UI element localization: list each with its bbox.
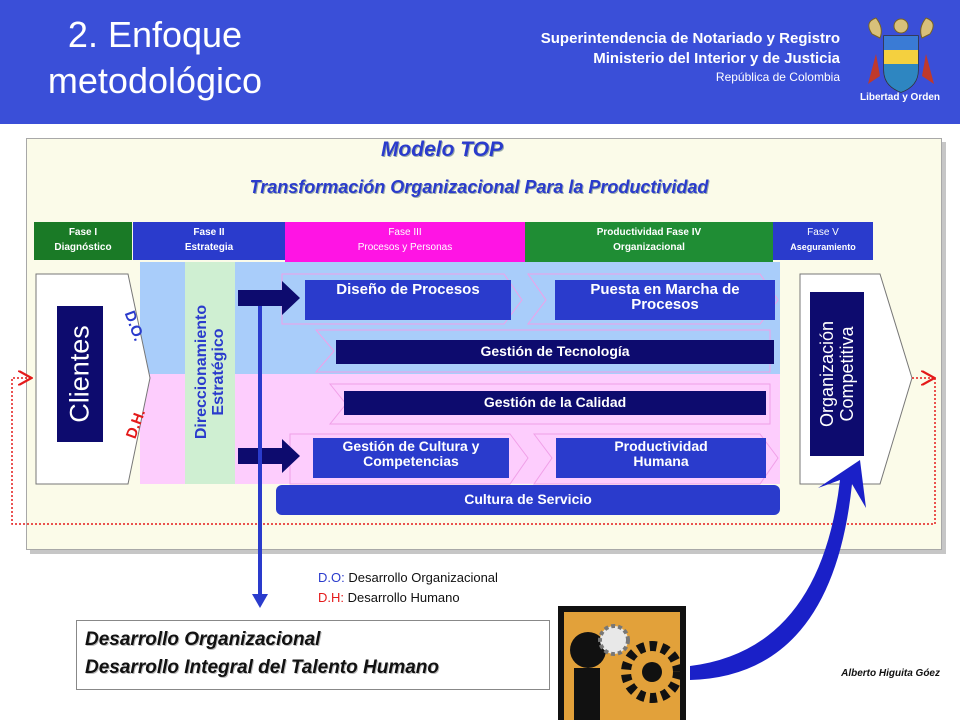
culture-arrow-icon xyxy=(238,439,300,473)
vertical-arrow-shaft xyxy=(258,306,262,596)
phase-5: Fase V Aseguramiento xyxy=(773,222,873,260)
phase-5-number: Fase V xyxy=(807,227,839,238)
design-chevron xyxy=(281,273,523,325)
phase-2-number: Fase II xyxy=(193,227,225,238)
page-title-line2: metodológico xyxy=(47,60,263,101)
legend-do: D.O: Desarrollo Organizacional xyxy=(318,570,498,585)
phase-2-name: Estrategia xyxy=(184,242,234,253)
development-line-1: Desarrollo Organizacional xyxy=(85,629,321,650)
service-culture-box: Cultura de Servicio xyxy=(276,485,780,515)
quality-box: Gestión de la Calidad xyxy=(344,391,766,415)
phase-4: Productividad Fase IV Organizacional xyxy=(525,222,773,262)
feedback-loop-line xyxy=(11,378,936,525)
vertical-arrow-icon xyxy=(252,594,268,608)
legend-dh: D.H: Desarrollo Humano xyxy=(318,590,460,605)
development-box: Desarrollo Organizacional Desarrollo Int… xyxy=(76,620,550,690)
page-title: 2. Enfoque metodológico xyxy=(30,12,280,104)
head-silhouette-icon xyxy=(570,632,606,668)
process-design-box: Diseño de Procesos xyxy=(305,280,511,320)
phase-3: Fase III Procesos y Personas xyxy=(285,222,525,264)
phase-5-name: Aseguramiento xyxy=(790,242,856,252)
clients-box xyxy=(57,306,103,442)
strategic-direction-label: Direccionamiento Estratégico xyxy=(193,304,227,440)
phase-2: Fase II Estrategia xyxy=(133,222,285,260)
competitive-label: Organización Competitiva xyxy=(817,320,857,428)
motto-label: Libertad y Orden xyxy=(859,92,940,103)
ministry-name: Ministerio del Interior y de Justicia xyxy=(593,50,840,67)
process-launch-box: Puesta en Marcha de Procesos xyxy=(555,280,775,320)
quality-chevron xyxy=(328,383,771,425)
phase-3-number: Fase III xyxy=(388,227,422,238)
author-credit: Alberto Higuita Góez xyxy=(841,668,940,679)
launch-chevron xyxy=(527,273,779,325)
phase-3-name: Procesos y Personas xyxy=(357,242,453,253)
legend-dh-abbr: D.H: xyxy=(318,590,344,605)
phase-1: Fase I Diagnóstico xyxy=(34,222,132,260)
productivity-chevron xyxy=(533,433,779,485)
curved-arrow-icon xyxy=(690,460,866,680)
country-name: República de Colombia xyxy=(715,70,840,84)
phase-4-name: Organizacional xyxy=(613,242,685,253)
technology-box: Gestión de Tecnología xyxy=(336,340,774,364)
competitive-box xyxy=(810,292,864,456)
design-arrow-icon xyxy=(238,281,300,315)
page-title-line1: 2. Enfoque xyxy=(67,14,243,55)
development-line-2: Desarrollo Integral del Talento Humano xyxy=(85,657,440,678)
coat-of-arms-icon xyxy=(868,17,934,93)
culture-box: Gestión de Cultura y Competencias xyxy=(313,438,509,478)
small-gear-icon xyxy=(598,624,630,656)
clients-label: Clientes xyxy=(64,325,95,423)
model-title: Modelo TOP xyxy=(380,138,504,161)
tech-chevron xyxy=(314,329,771,373)
gear-hub-icon xyxy=(642,662,662,682)
model-subtitle: Transformación Organizacional Para la Pr… xyxy=(249,177,709,197)
culture-chevron xyxy=(289,433,529,485)
phase-1-name: Diagnóstico xyxy=(54,242,112,253)
strategy-band xyxy=(185,262,235,484)
header-banner xyxy=(0,0,960,124)
legend-dh-text: Desarrollo Humano xyxy=(344,590,460,605)
legend-do-abbr: D.O: xyxy=(318,570,345,585)
phase-1-number: Fase I xyxy=(68,227,98,238)
phase-4-number: Productividad Fase IV xyxy=(596,227,702,238)
productivity-box: Productividad Humana xyxy=(556,438,766,478)
legend-do-text: Desarrollo Organizacional xyxy=(344,570,498,585)
body-silhouette-icon xyxy=(574,668,600,720)
org-name: Superintendencia de Notariado y Registro xyxy=(540,30,840,47)
